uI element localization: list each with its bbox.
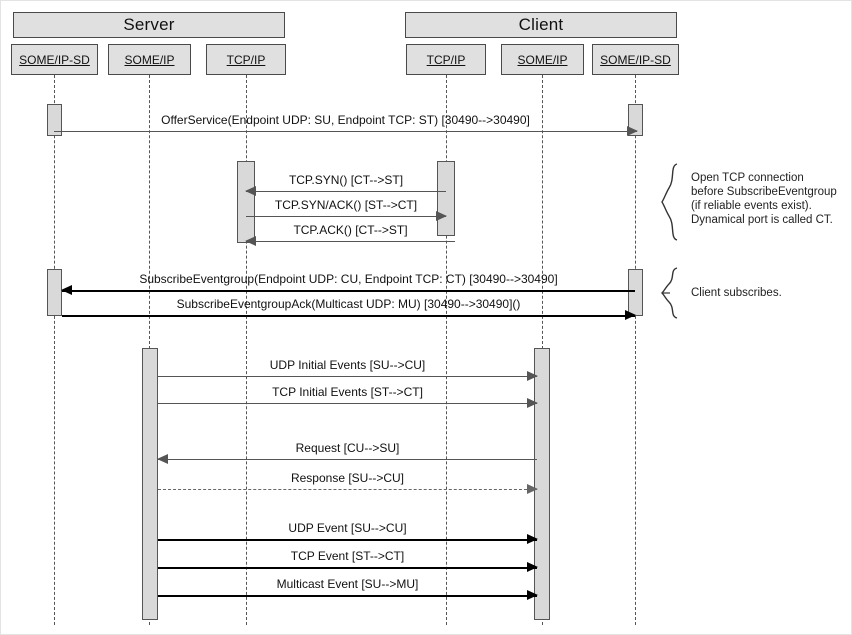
- arrowhead-left-icon: [245, 236, 256, 246]
- message-tcp-event-line: [158, 567, 537, 569]
- lifeline-server-tcp-ip: [246, 75, 247, 625]
- message-udp-initial-events-label: UDP Initial Events [SU-->CU]: [269, 358, 426, 372]
- message-offer-service-label: OfferService(Endpoint UDP: SU, Endpoint …: [161, 113, 530, 127]
- arrowhead-right-icon: [436, 211, 447, 221]
- arrowhead-right-icon: [527, 534, 538, 544]
- message-offer-service-line: [54, 131, 637, 132]
- lifeline-head-server-tcp-ip[interactable]: TCP/IP: [206, 44, 286, 75]
- lifeline-head-client-some-ip-label: SOME/IP: [517, 52, 568, 67]
- group-header-client: Client: [405, 12, 677, 38]
- message-request-label: Request [CU-->SU]: [295, 441, 400, 455]
- message-multicast-event-line: [158, 595, 537, 597]
- activation-server-sd-subscribe: [47, 269, 62, 316]
- group-header-client-label: Client: [518, 15, 564, 34]
- lifeline-server-some-ip-sd: [54, 75, 55, 625]
- message-udp-event-line: [158, 539, 537, 541]
- lifeline-client-tcp-ip: [446, 75, 447, 625]
- lifeline-head-client-tcp-ip[interactable]: TCP/IP: [406, 44, 486, 75]
- arrowhead-right-icon: [625, 310, 636, 320]
- lifeline-head-client-tcp-ip-label: TCP/IP: [426, 52, 466, 67]
- message-subscribe-eventgroup-line: [62, 290, 635, 292]
- arrowhead-right-icon: [527, 562, 538, 572]
- group-header-server: Server: [13, 12, 285, 38]
- message-subscribe-eventgroup-label: SubscribeEventgroup(Endpoint UDP: CU, En…: [139, 272, 558, 286]
- message-tcp-initial-events-label: TCP Initial Events [ST-->CT]: [272, 385, 423, 399]
- message-tcp-syn-label: TCP.SYN() [CT-->ST]: [288, 173, 404, 187]
- brace-subscribe-note-icon: [661, 267, 683, 319]
- message-response-line: [158, 489, 537, 490]
- message-subscribe-eventgroup-ack-label: SubscribeEventgroupAck(Multicast UDP: MU…: [176, 297, 521, 311]
- lifeline-head-server-some-ip-sd-label: SOME/IP-SD: [19, 52, 90, 67]
- lifeline-head-client-some-ip-sd[interactable]: SOME/IP-SD: [592, 44, 679, 75]
- message-udp-initial-events-line: [158, 376, 537, 377]
- lifeline-head-client-some-ip[interactable]: SOME/IP: [501, 44, 584, 75]
- arrowhead-right-icon: [527, 590, 538, 600]
- arrowhead-right-icon: [527, 398, 538, 408]
- activation-server-sd-offer: [47, 104, 62, 136]
- lifeline-head-client-some-ip-sd-label: SOME/IP-SD: [600, 52, 671, 67]
- arrowhead-left-icon: [245, 186, 256, 196]
- note-client-subscribes: Client subscribes.: [691, 287, 782, 299]
- lifeline-head-server-some-ip-sd[interactable]: SOME/IP-SD: [11, 44, 98, 75]
- arrowhead-left-icon: [61, 285, 72, 295]
- arrowhead-right-icon: [527, 484, 538, 494]
- message-request-line: [158, 459, 537, 460]
- message-tcp-syn-line: [246, 191, 446, 192]
- message-tcp-syn-ack-label: TCP.SYN/ACK() [ST-->CT]: [274, 198, 418, 212]
- message-tcp-syn-ack-line: [246, 216, 446, 217]
- message-subscribe-eventgroup-ack-line: [62, 315, 635, 317]
- lifeline-client-some-ip-sd: [635, 75, 636, 625]
- message-tcp-event-label: TCP Event [ST-->CT]: [290, 549, 405, 563]
- arrowhead-right-icon: [527, 371, 538, 381]
- message-tcp-initial-events-line: [158, 403, 537, 404]
- group-header-server-label: Server: [123, 15, 175, 34]
- message-tcp-ack-label: TCP.ACK() [CT-->ST]: [293, 223, 408, 237]
- activation-server-some-ip-events: [142, 348, 158, 620]
- message-tcp-ack-line: [246, 241, 455, 242]
- message-udp-event-label: UDP Event [SU-->CU]: [288, 521, 407, 535]
- brace-tcp-note-icon: [661, 163, 683, 241]
- message-multicast-event-label: Multicast Event [SU-->MU]: [276, 577, 419, 591]
- lifeline-head-server-some-ip-label: SOME/IP: [124, 52, 175, 67]
- lifeline-head-server-some-ip[interactable]: SOME/IP: [108, 44, 191, 75]
- message-response-label: Response [SU-->CU]: [290, 471, 405, 485]
- lifeline-head-server-tcp-ip-label: TCP/IP: [226, 52, 266, 67]
- arrowhead-right-icon: [627, 126, 638, 136]
- note-tcp-connection: Open TCP connection before SubscribeEven…: [691, 172, 837, 226]
- arrowhead-left-icon: [157, 454, 168, 464]
